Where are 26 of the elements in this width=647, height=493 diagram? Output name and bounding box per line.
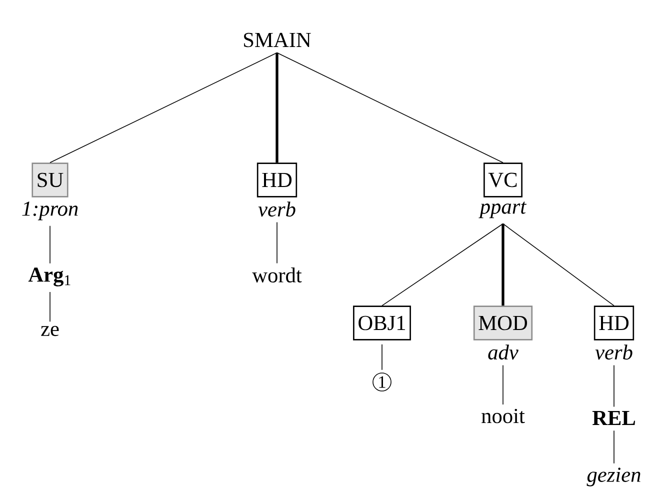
word-label: gezien: [586, 468, 640, 486]
word-label: SMAIN: [244, 32, 311, 48]
category-box: MOD: [473, 306, 533, 340]
word-label: wordt: [252, 267, 302, 282]
part-of-speech-label: ppart: [478, 202, 527, 218]
part-of-speech-label: 1:pron: [22, 202, 78, 220]
part-of-speech-label: verb: [595, 344, 632, 360]
word-label: Arg$_{1}$: [28, 268, 70, 286]
part-of-speech-label: adv: [488, 344, 518, 360]
word-label: nooit: [482, 408, 525, 424]
tree-branch: [276, 52, 504, 164]
category-box: VC: [484, 162, 522, 198]
tree-branch: [502, 223, 614, 306]
tree-branch: [276, 52, 278, 163]
tree-branch: [502, 224, 504, 306]
category-box: HD: [594, 306, 634, 340]
category-box: HD: [256, 162, 298, 198]
tree-branch: [502, 364, 504, 405]
part-of-speech-label: verb: [258, 202, 296, 217]
word-label: ze: [41, 326, 59, 336]
tree-branch: [276, 222, 278, 264]
tree-branch: [382, 223, 504, 306]
category-box: SU: [32, 162, 68, 198]
tree-branch: [50, 52, 278, 164]
word-label: REL: [592, 411, 636, 425]
category-box: OBJ1: [353, 306, 411, 340]
